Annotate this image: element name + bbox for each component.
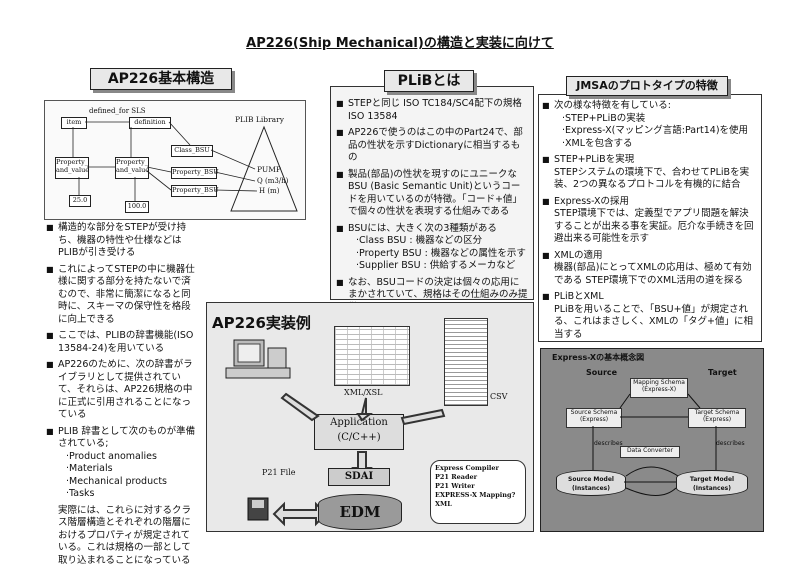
left-bullet-4: AP226のために、次の辞書がライブラリとして提供されていて、それらは、AP22… (46, 359, 196, 422)
jmsa-header: JMSAのプロトタイプの特徴 (566, 76, 728, 96)
bsu-type: ·Supplier BSU : 供給するメーカなど (356, 260, 528, 273)
edm-label: EDM (319, 495, 401, 529)
sdai-box: SDAI (328, 468, 390, 486)
page-title: AP226(Ship Mechanical)の構造と実装に向けて (0, 32, 800, 51)
tool-item: EXPRESS-X Mapping? (435, 491, 521, 500)
left-bullet-5: PLIB 辞書として次のものが準備されている; ·Product anomali… (46, 426, 196, 501)
feature-item: ·STEP+PLiBの実装 (562, 113, 756, 126)
bsu-type: ·Class BSU : 機器などの区分 (356, 235, 528, 248)
p21-file-label: P21 File (262, 468, 296, 477)
diagram-connectors (45, 101, 305, 219)
dict-item: ·Tasks (66, 488, 196, 501)
left-bullets: 構造的な部分をSTEPが受け持ち、機器の特性や仕様などはPLIBが引き受ける こ… (46, 222, 196, 567)
plib-bullet-1: STEPと同じ ISO TC184/SC4配下の規格 ISO 13584 (336, 98, 528, 123)
tool-item: P21 Writer (435, 482, 521, 491)
tool-item: Express Compiler (435, 464, 521, 473)
dict-item: ·Materials (66, 463, 196, 476)
disk-icon (246, 496, 270, 522)
tool-item: XML (435, 500, 521, 509)
plib-bullet-4: BSUには、大きく次の3種類がある ·Class BSU : 機器などの区分 ·… (336, 223, 528, 273)
jmsa-bullet-3: Express-Xの採用STEP環境下では、定義型でアプリ間題を解決することが出… (542, 196, 756, 246)
feature-item: ·Express-X(マッピング言語:Part14)を使用 (562, 125, 756, 138)
jmsa-bullets: 次の様な特徴を有している: ·STEP+PLiBの実装 ·Express-X(マ… (542, 100, 756, 345)
express-x-arrows (540, 348, 762, 530)
structure-diagram: item defined_for SLS definition PLIB Lib… (44, 100, 306, 220)
jmsa-bullet-5: PLiBとXMLPLiBを用いることで、「BSU+値」が規定される、これはまさし… (542, 291, 756, 341)
dict-item: ·Product anomalies (66, 451, 196, 464)
feature-item: ·XMLを包含する (562, 138, 756, 151)
jmsa-bullet-2: STEP+PLiBを実現STEPシステムの環境下で、合わせてPLiBを実装、2つ… (542, 154, 756, 192)
left-bullet-3: ここでは、PLIBの辞書機能(ISO 13584-24)を用いている (46, 330, 196, 355)
left-note: 実際には、これらに対するクラス階層構造とそれぞれの階層におけるプロパティが規定さ… (46, 505, 196, 567)
plib-bullet-3: 製品(部品)の性状を現すのにユニークなBSU (Basic Semantic U… (336, 169, 528, 219)
jmsa-bullet-1: 次の様な特徴を有している: ·STEP+PLiBの実装 ·Express-X(マ… (542, 100, 756, 150)
plib-header: PLiBとは (384, 70, 474, 92)
plib-bullets: STEPと同じ ISO TC184/SC4配下の規格 ISO 13584 AP2… (336, 98, 528, 318)
dict-item: ·Mechanical products (66, 476, 196, 489)
tool-item: P21 Reader (435, 473, 521, 482)
bsu-type: ·Property BSU : 機器などの属性を示す (356, 248, 528, 261)
left-bullet-5-text: PLIB 辞書として次のものが準備されている; (58, 426, 195, 450)
plib-bullet-2: AP226で使うのはこの中のPart24で、部品の性状を示すDictionary… (336, 127, 528, 165)
left-bullet-1: 構造的な部分をSTEPが受け持ち、機器の特性や仕様などはPLIBが引き受ける (46, 222, 196, 260)
left-bullet-2: これによってSTEPの中に機器仕様に関する部分を持たないで済むので、非常に簡潔に… (46, 264, 196, 327)
basic-structure-header: AP226基本構造 (90, 68, 232, 90)
edm-tools-box: Express Compiler P21 Reader P21 Writer E… (430, 460, 526, 524)
edm-database: EDM (318, 494, 402, 530)
